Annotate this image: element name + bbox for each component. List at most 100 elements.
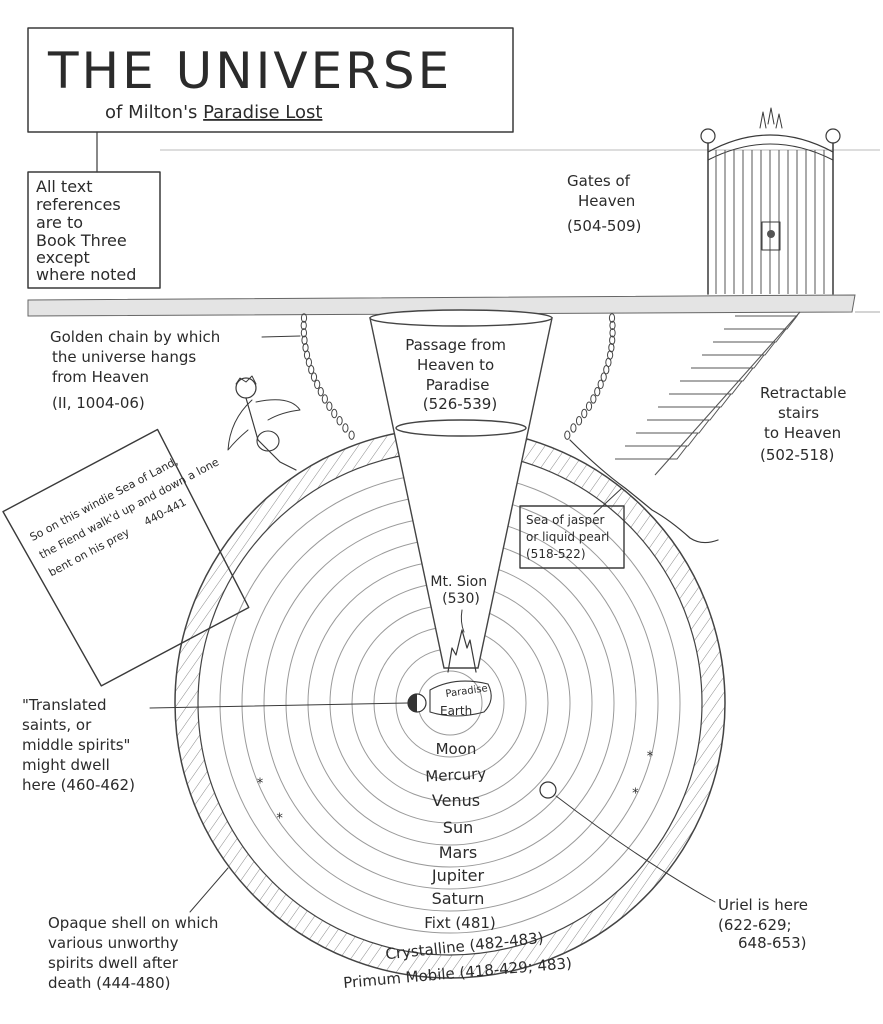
stairs-label: Retractable stairs to Heaven (502-518) <box>760 384 851 464</box>
note-line: are to <box>36 213 83 232</box>
chain-link <box>321 394 328 404</box>
svg-text:Opaque shell on which va: Opaque shell on which various unworthy s… <box>48 914 223 992</box>
stair-step <box>670 380 744 395</box>
chain-link <box>300 313 308 323</box>
chain-link <box>608 342 615 353</box>
chain-label: Golden chain by which the universe hangs… <box>50 328 301 412</box>
chain-link <box>600 372 607 382</box>
translated-saints: "Translated saints, or middle spirits" m… <box>22 696 409 794</box>
stair-step <box>615 445 689 460</box>
chain-label-line: (II, 1004-06) <box>52 394 145 412</box>
fiend-figure-icon <box>227 375 301 471</box>
chain-link <box>570 423 577 433</box>
svg-text:All text references: All text references are to Book Three ex… <box>36 177 136 284</box>
universe-sphere: **** <box>174 427 726 979</box>
fiend-quote-line: the Fiend walk'd up and down a lone <box>37 455 221 561</box>
note-line: where noted <box>36 265 136 284</box>
star-icon: * <box>632 786 639 801</box>
gates-label-line: Gates of <box>567 172 631 190</box>
passage-cone: Passage from Heaven to Paradise (526-539… <box>369 309 553 673</box>
star-icon: * <box>647 749 654 764</box>
uriel-label-line: Uriel is here <box>718 896 808 914</box>
uriel-label-line: 648-653) <box>738 934 807 952</box>
svg-text:of Milton's Paradise Lost: of Milton's Paradise Lost <box>105 102 322 123</box>
title-main: THE UNIVERSE <box>47 42 452 100</box>
chain-link <box>609 320 616 331</box>
note-line: Book Three <box>36 231 127 250</box>
note-line: except <box>36 248 90 267</box>
chain-link <box>331 408 338 419</box>
translated-label-line: might dwell <box>22 756 110 774</box>
gates-of-heaven: Gates of Heaven (504-509) <box>567 107 841 295</box>
chain-link <box>317 386 324 397</box>
chain-link <box>342 423 349 433</box>
sphere-label-mercury: Mercury <box>425 764 487 785</box>
sea-label-line: or liquid pearl <box>526 530 609 544</box>
sphere-label-saturn: Saturn <box>432 889 485 908</box>
shell-label: Opaque shell on which various unworthy s… <box>48 867 229 992</box>
chain-label-line: Golden chain by which <box>50 328 220 346</box>
svg-text:Uriel is here (622-629;: Uriel is here (622-629; 648-653) <box>718 896 813 952</box>
chain-link <box>581 408 588 419</box>
chain-label-line: the universe hangs <box>52 348 196 366</box>
gates-label-line: (504-509) <box>567 217 641 235</box>
note-box: All text references are to Book Three ex… <box>27 171 161 289</box>
uriel-label-line: (622-629; <box>718 916 792 934</box>
stairs-label-line: stairs <box>778 404 819 422</box>
chain-link <box>603 365 610 375</box>
chain-link <box>310 372 318 382</box>
passage-label-line: Heaven to <box>417 356 494 374</box>
uriel-sun-icon <box>539 781 557 799</box>
stairs-label-line: Retractable <box>760 384 846 402</box>
svg-text:Gates of Heaven (5: Gates of Heaven (504-509) <box>567 172 641 235</box>
svg-text:So on this windie Sea of Land,: So on this windie Sea of Land, the Fiend… <box>28 436 234 579</box>
stair-step <box>659 393 733 408</box>
chain-link <box>300 328 308 338</box>
sphere-label-moon: Moon <box>436 740 477 758</box>
chain-link <box>336 416 343 426</box>
title-sub-work: Paradise Lost <box>203 102 322 123</box>
chain-link <box>326 401 333 411</box>
heaven-floor <box>27 294 880 317</box>
gate-lock-icon <box>767 230 775 238</box>
earth-label: Earth <box>440 704 472 718</box>
chain-link <box>597 379 604 390</box>
translated-label-line: middle spirits" <box>22 736 130 754</box>
retractable-stairs <box>615 311 801 476</box>
sion-label-line: Mt. Sion <box>430 574 487 590</box>
passage-label-line: Paradise <box>426 376 490 394</box>
passage-label-line: (526-539) <box>423 395 497 413</box>
sphere-label-venus: Venus <box>432 791 480 810</box>
svg-text:Sea of jasper or liquid: Sea of jasper or liquid pearl (518-522) <box>526 513 613 561</box>
svg-text:Retractable stairs: Retractable stairs to Heaven (502-518) <box>760 384 851 464</box>
gates-label-line: Heaven <box>578 192 635 210</box>
sea-of-jasper-edge <box>569 439 719 544</box>
translated-label-line: "Translated <box>22 696 107 714</box>
chain-link <box>300 320 307 331</box>
stair-step <box>681 367 755 382</box>
shell-label-line: various unworthy <box>48 934 179 952</box>
chain-link <box>564 430 571 440</box>
chain-link <box>590 394 597 404</box>
shell-label-line: spirits dwell after <box>48 954 179 972</box>
sphere-label-fixt: Fixt (481) <box>424 914 496 932</box>
mount-sion-icon <box>447 629 477 673</box>
sphere-label-jupiter: Jupiter <box>431 866 485 885</box>
svg-text:Golden chain by which th: Golden chain by which the universe hangs… <box>50 328 225 412</box>
stairs-label-line: (502-518) <box>760 446 834 464</box>
sea-label-line: (518-522) <box>526 547 586 561</box>
stairs-label-line: to Heaven <box>764 424 841 442</box>
sion-label-line: (530) <box>442 591 480 607</box>
sea-label-box: Sea of jasper or liquid pearl (518-522) <box>519 505 625 569</box>
chain-link <box>585 401 593 411</box>
sphere-label-sun: Sun <box>443 818 473 837</box>
star-icon: * <box>257 777 264 792</box>
fixed-stars: **** <box>257 749 654 826</box>
chain-link <box>609 335 616 345</box>
sphere-label-mars: Mars <box>439 843 478 862</box>
shell-label-line: death (444-480) <box>48 974 170 992</box>
shell-label-line: Opaque shell on which <box>48 914 218 932</box>
sea-connector <box>593 487 623 515</box>
stair-step <box>692 354 766 369</box>
